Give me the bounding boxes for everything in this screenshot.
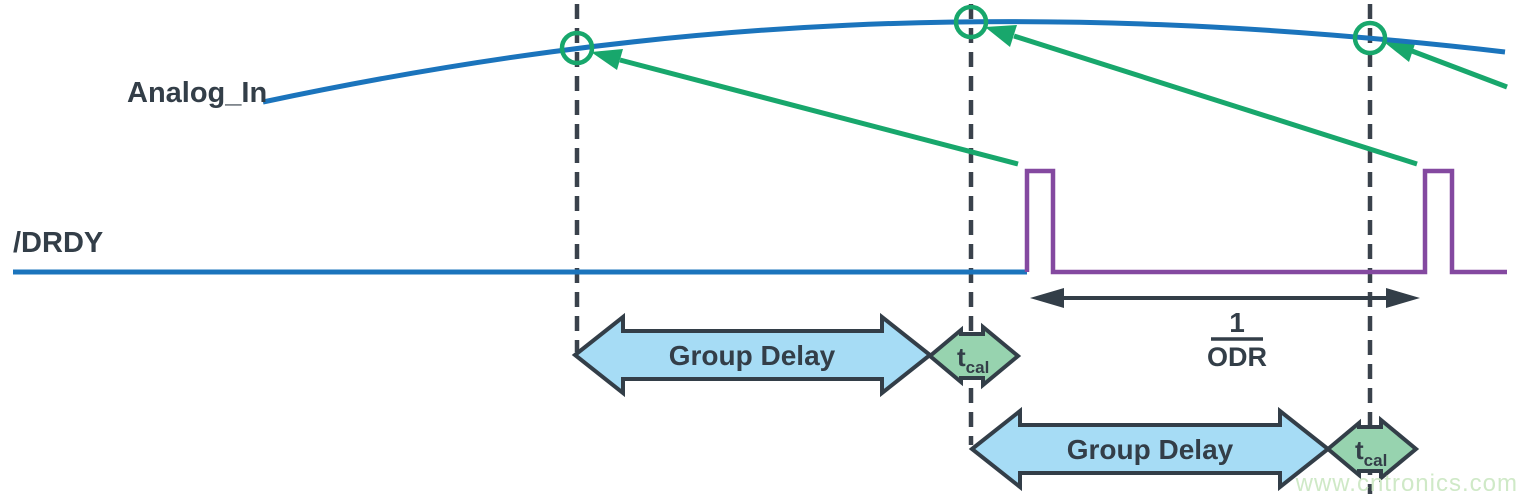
odr-fraction-denominator: ODR	[1207, 342, 1267, 372]
sample-arrowhead-icon-3	[1384, 41, 1416, 62]
group-delay-label-1: Group Delay	[669, 340, 836, 371]
drdy-label: /DRDY	[13, 227, 103, 259]
odr-fraction-numerator: 1	[1229, 307, 1245, 338]
analog-in-label: Analog_In	[127, 77, 267, 109]
sample-arrow-line-3	[1411, 48, 1508, 90]
sample-arrowhead-icon-2	[985, 25, 1017, 47]
drdy-pulse-train	[1024, 168, 1507, 275]
tcal-diamond-2	[1324, 415, 1420, 483]
sample-point-circle-2	[953, 4, 989, 40]
analog-in-curve	[262, 19, 1506, 105]
tcal-diamond-1	[926, 322, 1022, 390]
sample-arrowhead-icon-1	[591, 49, 623, 70]
sample-arrow-line-1	[619, 57, 1019, 167]
sample-point-circle-1	[559, 30, 595, 66]
group-delay-label-2: Group Delay	[1067, 434, 1234, 465]
sample-arrow-line-2	[1013, 33, 1418, 167]
odr-span-right-arrowhead-icon	[1386, 288, 1420, 308]
sample-point-circle-3	[1352, 20, 1388, 56]
tcal-label-2: tcal	[1355, 435, 1387, 470]
tcal-label-1: tcal	[957, 342, 989, 377]
watermark: www.cntronics.com	[1295, 470, 1518, 497]
odr-span-left-arrowhead-icon	[1030, 288, 1064, 308]
